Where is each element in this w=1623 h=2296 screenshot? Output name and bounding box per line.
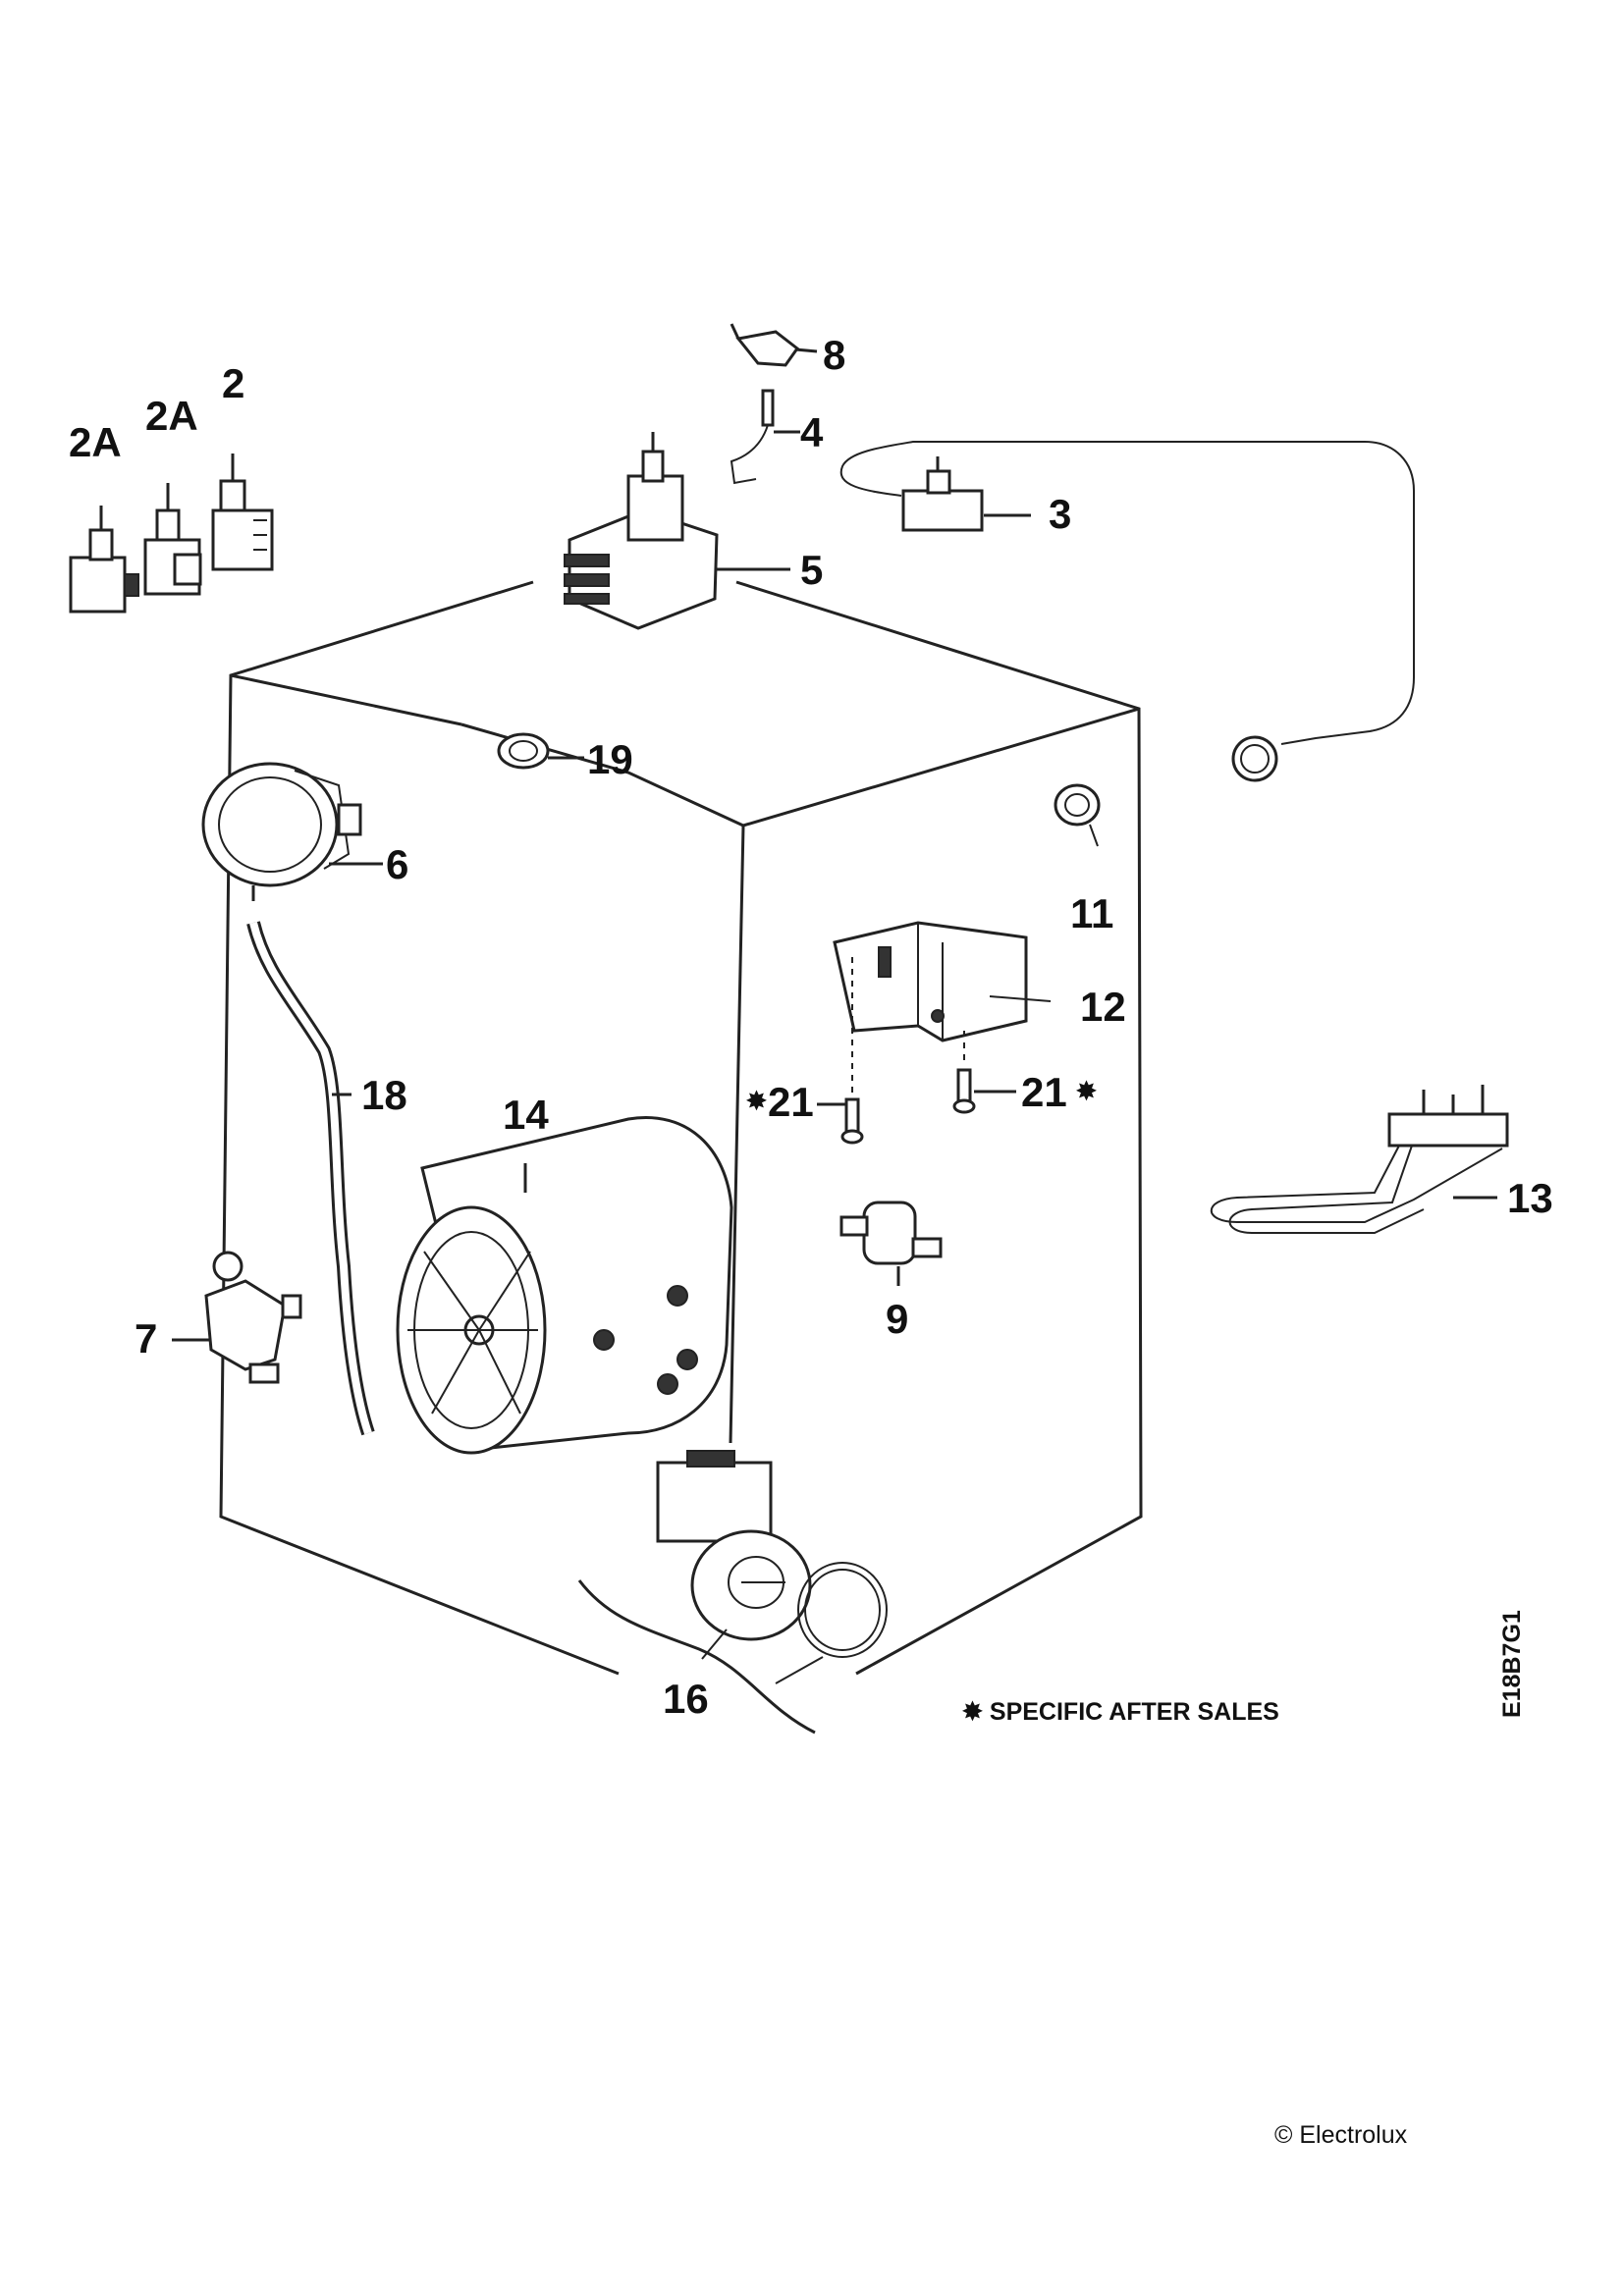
label-2: 2 bbox=[222, 360, 244, 406]
label-4: 4 bbox=[800, 409, 824, 455]
label-16: 16 bbox=[663, 1676, 709, 1722]
label-9: 9 bbox=[886, 1296, 908, 1342]
label-12: 12 bbox=[1080, 984, 1126, 1030]
asterisk-21-left: ✸ bbox=[745, 1088, 767, 1115]
label-21-left: 21 bbox=[768, 1079, 814, 1125]
part-2a-left bbox=[69, 506, 139, 614]
label-14: 14 bbox=[503, 1092, 549, 1138]
part-9 bbox=[839, 1201, 943, 1286]
label-11: 11 bbox=[1070, 890, 1113, 936]
part-3-thermostat bbox=[839, 441, 1415, 782]
part-21-screw-left bbox=[817, 1097, 864, 1145]
label-18: 18 bbox=[361, 1072, 407, 1118]
part-16-pump bbox=[577, 1450, 888, 1735]
part-11 bbox=[1054, 783, 1101, 847]
label-2a-left: 2A bbox=[69, 419, 122, 465]
label-5: 5 bbox=[800, 547, 823, 593]
part-2a-middle bbox=[143, 483, 202, 596]
part-5-timer bbox=[564, 432, 790, 630]
legend-specific-after-sales: ✸ SPECIFIC AFTER SALES bbox=[961, 1698, 1279, 1726]
part-8 bbox=[730, 323, 818, 367]
label-19: 19 bbox=[587, 736, 633, 782]
part-14-motor bbox=[396, 1116, 733, 1455]
drawing-code: E18B7G1 bbox=[1498, 1610, 1526, 1718]
label-8: 8 bbox=[823, 332, 845, 378]
asterisk-21-right: ✸ bbox=[1075, 1078, 1097, 1105]
label-6: 6 bbox=[386, 841, 408, 887]
part-19 bbox=[497, 732, 584, 770]
label-13: 13 bbox=[1507, 1175, 1553, 1221]
label-21-right: 21 bbox=[1021, 1069, 1067, 1115]
part-13-heater bbox=[1210, 1085, 1509, 1234]
label-2a-middle: 2A bbox=[145, 393, 198, 439]
part-6-pressure-switch bbox=[201, 762, 383, 901]
part-21-screw-right bbox=[952, 1068, 1016, 1114]
part-12-door-lock bbox=[833, 921, 1052, 1099]
part-2 bbox=[211, 454, 274, 571]
label-7: 7 bbox=[135, 1315, 157, 1362]
copyright: © Electrolux bbox=[1274, 2121, 1408, 2149]
part-7-valve bbox=[172, 1251, 302, 1384]
part-4 bbox=[730, 389, 800, 485]
label-3: 3 bbox=[1049, 491, 1071, 537]
part-18-hose bbox=[246, 921, 375, 1436]
